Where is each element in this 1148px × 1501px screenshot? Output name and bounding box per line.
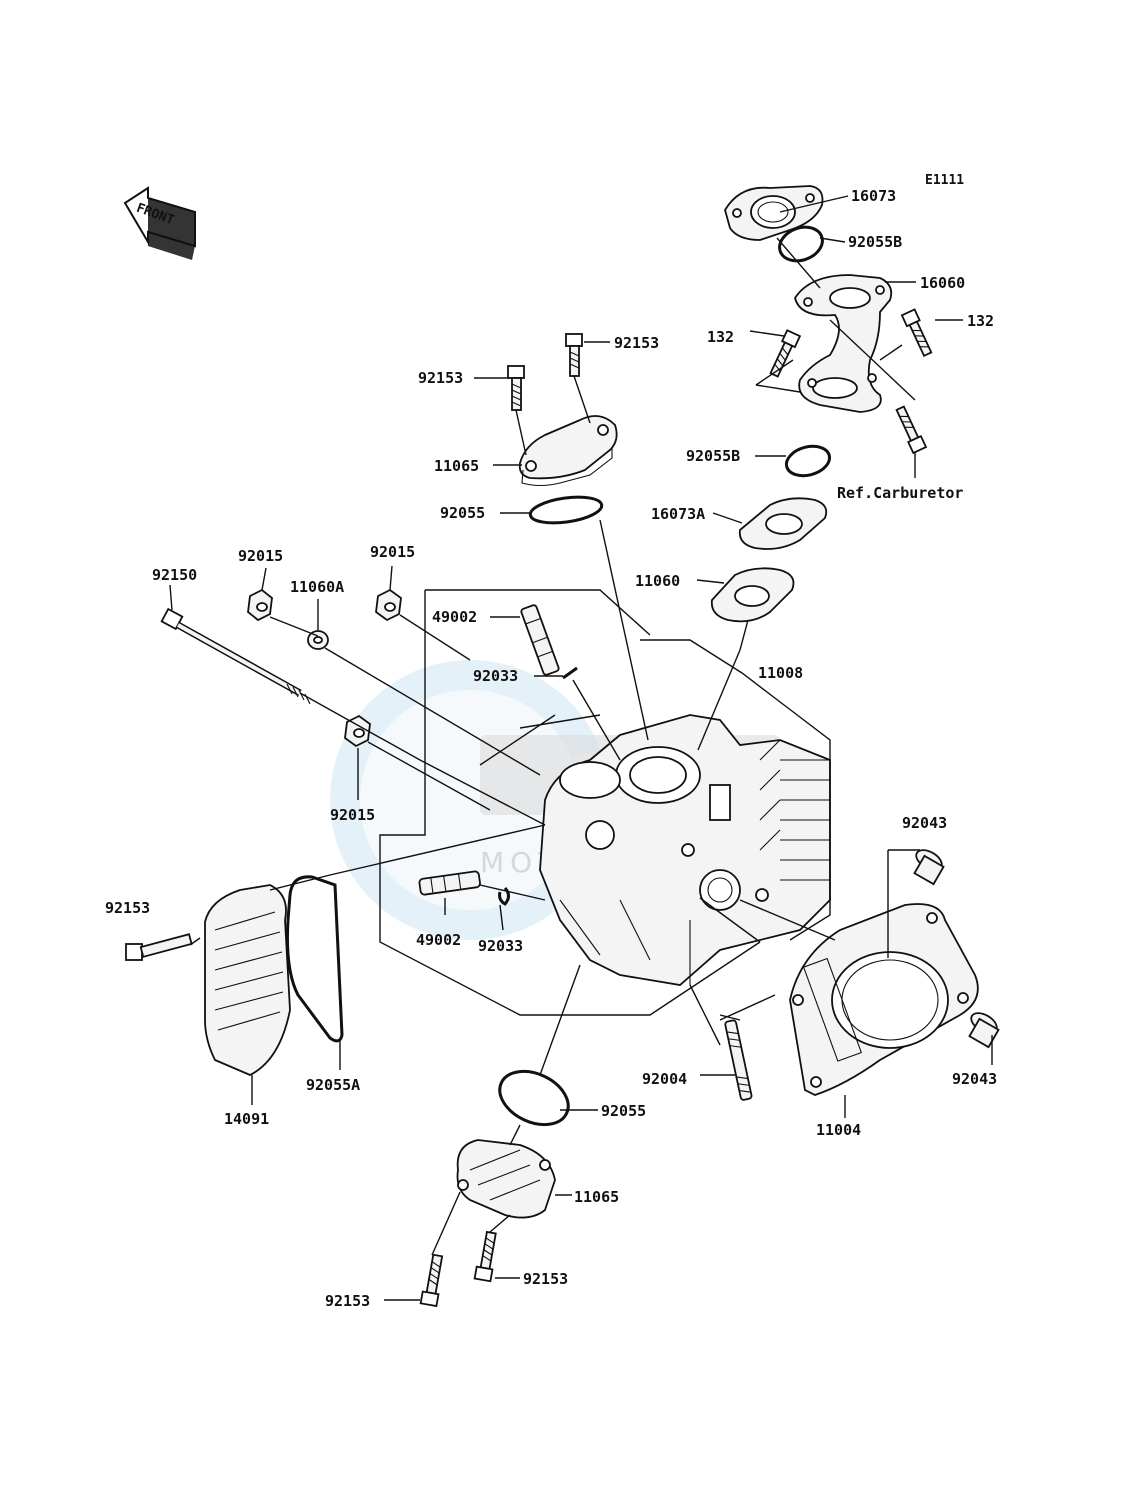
label-92055B-top: 92055B [848,233,902,251]
label-92015-a: 92015 [238,547,283,565]
label-92043-bot: 92043 [952,1070,997,1088]
gasket-11060 [710,567,795,623]
o-ring-92055B-top [778,225,824,263]
clip-92033-bot [498,887,510,906]
label-92055B-mid: 92055B [686,447,740,465]
label-92015-c: 92015 [330,806,375,824]
label-14091: 14091 [224,1110,269,1128]
label-49002-bot: 49002 [416,931,461,949]
o-ring-92055-top [528,495,604,525]
label-11060A: 11060A [290,578,344,596]
intake-gasket-16073 [724,185,824,241]
o-ring-92055-bot [498,1069,570,1127]
label-132-right: 132 [967,312,994,330]
label-132-left: 132 [707,328,734,346]
insulator-16073A [738,497,828,550]
callout-labels: 16073 92055B 16060 132 132 92055B Ref.Ca… [105,187,997,1310]
label-16073: 16073 [851,187,896,205]
label-92153-d: 92153 [325,1292,370,1310]
valve-adjuster-49002-bot [418,870,481,896]
intake-pipe-16060 [794,274,893,413]
label-11060: 11060 [635,572,680,590]
label-92055A: 92055A [306,1076,360,1094]
bolt-92153-e [473,1230,497,1283]
clip-92033-top [562,666,578,680]
label-11008: 11008 [758,664,803,682]
label-ref-carburetor: Ref.Carburetor [837,484,963,502]
bolt-92153-d [419,1253,444,1308]
label-11065-top: 11065 [434,457,479,475]
label-92055-bot: 92055 [601,1102,646,1120]
diagram-code: E1111 [925,173,964,188]
front-arrow-icon: FRONT [123,186,196,260]
label-92043-top: 92043 [902,814,947,832]
head-cover-14091 [204,884,291,1076]
nut-92015-b [375,588,402,622]
cylinder-head-11008 [539,714,831,986]
label-92004: 92004 [642,1070,687,1088]
label-92153-e: 92153 [523,1270,568,1288]
bolt-132-right [900,308,933,357]
label-92150: 92150 [152,566,197,584]
cylinder-gasket-11004 [789,903,979,1096]
label-92033-bot: 92033 [478,937,523,955]
label-11065-bot: 11065 [574,1188,619,1206]
bolt-92153-a [507,365,525,411]
bolt-132-left [769,329,802,378]
bolt-92153-b [565,333,583,377]
leader-lines [169,195,993,1301]
nut-92015-a [247,588,273,622]
dowel-92043-bot [968,1012,1000,1049]
label-49002-top: 49002 [432,608,477,626]
washer-11060A [307,630,329,650]
gasket-92055A [285,875,344,1043]
dowel-92043-top [913,849,945,886]
label-92153-c: 92153 [105,899,150,917]
bolt-ref-carburetor [895,405,928,455]
cam-cover-11065-bot [456,1139,556,1219]
label-16073A: 16073A [651,505,705,523]
label-16060: 16060 [920,274,965,292]
stud-bolt-92150 [160,607,311,705]
bolt-92153-c [125,933,193,961]
label-92153-b: 92153 [614,334,659,352]
stud-92004 [724,1019,753,1101]
label-92033-top: 92033 [473,667,518,685]
label-92153-a: 92153 [418,369,463,387]
label-11004: 11004 [816,1121,861,1139]
valve-adjuster-49002-top [520,604,560,676]
o-ring-92055B-mid [784,444,832,478]
cam-cover-11065-top [518,415,618,487]
nut-92015-c [344,714,371,748]
label-92015-b: 92015 [370,543,415,561]
label-92055-top: 92055 [440,504,485,522]
